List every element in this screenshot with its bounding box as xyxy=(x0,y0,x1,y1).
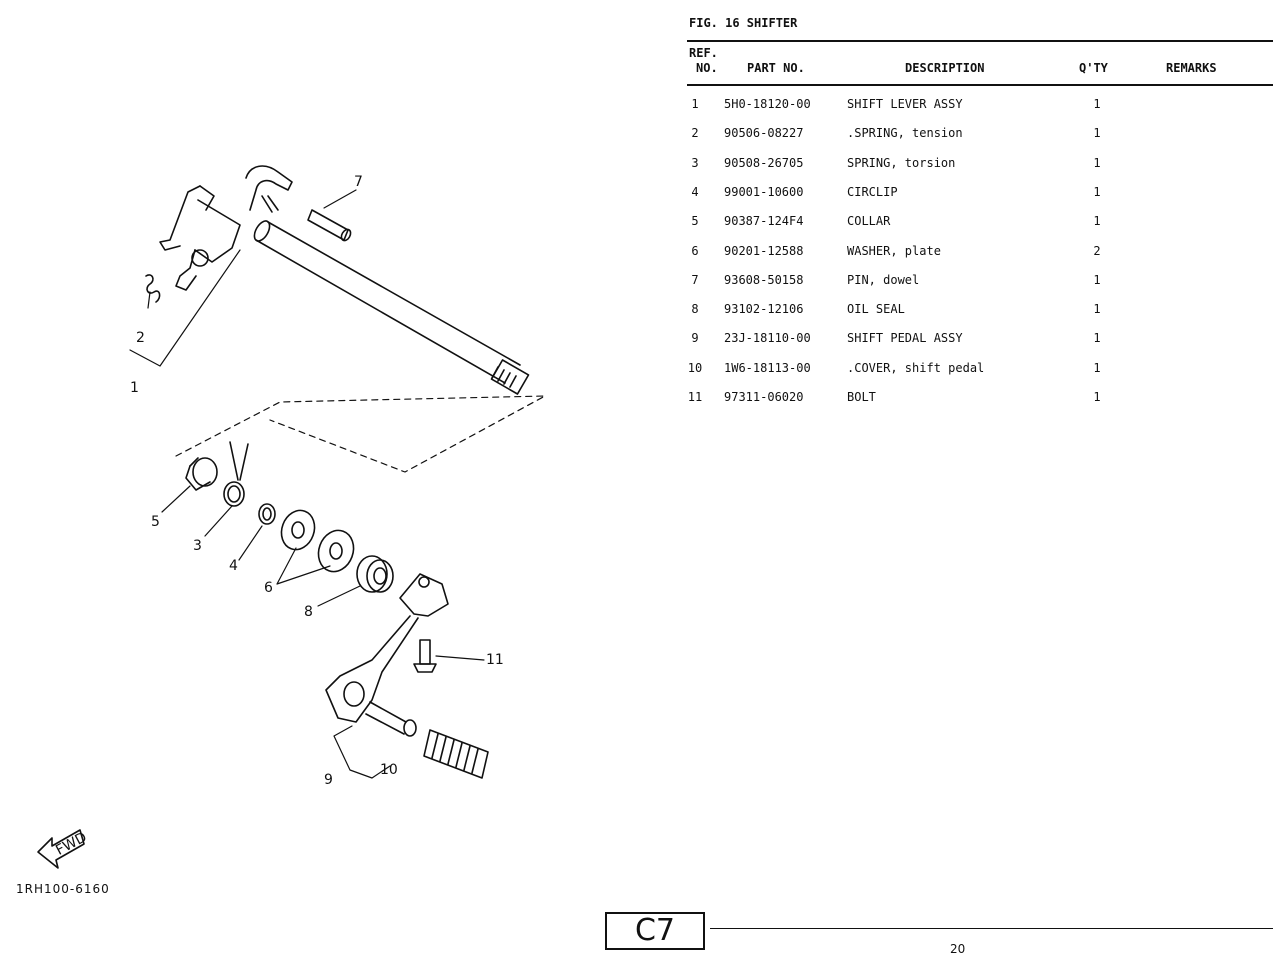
row-qty: 1 xyxy=(1093,126,1101,140)
row-ref: 5 xyxy=(691,214,699,228)
illustration-code: 1RH100-6160 xyxy=(16,882,110,896)
row-description: WASHER, plate xyxy=(847,244,941,258)
ref-header-line2: NO. xyxy=(696,61,718,75)
row-part-no: 90201-12588 xyxy=(724,244,804,258)
row-description: SPRING, torsion xyxy=(847,156,956,170)
washer-plate-part xyxy=(280,509,355,573)
callout-2: 2 xyxy=(136,330,145,346)
row-ref: 7 xyxy=(691,273,699,287)
row-description: SHIFT PEDAL ASSY xyxy=(847,331,963,345)
row-ref: 1 xyxy=(691,97,699,111)
row-qty: 1 xyxy=(1093,361,1101,375)
pedal-cover-part xyxy=(423,729,489,779)
torsion-spring-part xyxy=(223,441,249,507)
row-description: BOLT xyxy=(847,390,876,404)
row-part-no: 23J-18110-00 xyxy=(724,331,811,345)
row-part-no: 99001-10600 xyxy=(724,185,804,199)
row-part-no: 97311-06020 xyxy=(724,390,804,404)
callout-3: 3 xyxy=(193,538,202,554)
qty-header: Q'TY xyxy=(1079,61,1108,75)
callout-1: 1 xyxy=(130,380,139,396)
row-description: CIRCLIP xyxy=(847,185,898,199)
row-ref: 8 xyxy=(691,302,699,316)
row-qty: 1 xyxy=(1093,390,1101,404)
page-number: 20 xyxy=(950,942,966,956)
callout-10: 10 xyxy=(380,762,398,778)
callout-5: 5 xyxy=(151,514,160,530)
oil-seal-part xyxy=(356,555,394,593)
row-qty: 1 xyxy=(1093,331,1101,345)
shift-pedal-assy-part xyxy=(325,573,449,737)
section-code: C7 xyxy=(605,912,705,950)
figure-title: FIG. 16 SHIFTER xyxy=(689,16,798,30)
header-top-rule xyxy=(687,40,1273,42)
callout-7: 7 xyxy=(354,174,363,190)
row-ref: 2 xyxy=(691,126,699,140)
tension-spring-part xyxy=(145,274,161,303)
row-part-no: 1W6-18113-00 xyxy=(724,361,811,375)
row-ref: 3 xyxy=(691,156,699,170)
fwd-arrow-icon xyxy=(37,829,85,869)
row-qty: 1 xyxy=(1093,273,1101,287)
ref-header-line1: REF. xyxy=(689,46,718,60)
part-no-header: PART NO. xyxy=(747,61,805,75)
row-description: SHIFT LEVER ASSY xyxy=(847,97,963,111)
row-ref: 6 xyxy=(691,244,699,258)
row-qty: 1 xyxy=(1093,156,1101,170)
circlip-part xyxy=(258,503,276,525)
row-description: PIN, dowel xyxy=(847,273,920,287)
callout-4: 4 xyxy=(229,558,238,574)
row-qty: 2 xyxy=(1093,244,1101,258)
dowel-pin-part xyxy=(307,209,352,242)
exploded-diagram: 1 2 3 4 5 6 7 8 9 10 11 FWD xyxy=(37,165,546,869)
callout-6: 6 xyxy=(264,580,273,596)
remarks-header: REMARKS xyxy=(1166,61,1217,75)
header-bottom-rule xyxy=(687,84,1273,86)
row-description: .COVER, shift pedal xyxy=(847,361,985,375)
row-qty: 1 xyxy=(1093,214,1101,228)
row-qty: 1 xyxy=(1093,302,1101,316)
row-ref: 10 xyxy=(687,361,703,375)
row-part-no: 93102-12106 xyxy=(724,302,804,316)
bolt-part xyxy=(413,639,437,673)
row-ref: 9 xyxy=(691,331,699,345)
row-part-no: 93608-50158 xyxy=(724,273,804,287)
row-qty: 1 xyxy=(1093,97,1101,111)
row-description: OIL SEAL xyxy=(847,302,905,316)
description-header: DESCRIPTION xyxy=(905,61,985,75)
row-part-no: 90506-08227 xyxy=(724,126,804,140)
row-description: .SPRING, tension xyxy=(847,126,963,140)
row-part-no: 90508-26705 xyxy=(724,156,804,170)
callout-8: 8 xyxy=(304,604,313,620)
row-ref: 11 xyxy=(687,390,703,404)
row-part-no: 5H0-18120-00 xyxy=(724,97,811,111)
row-part-no: 90387-124F4 xyxy=(724,214,804,228)
fwd-label: FWD xyxy=(53,829,89,858)
callout-11: 11 xyxy=(486,652,504,668)
row-qty: 1 xyxy=(1093,185,1101,199)
row-description: COLLAR xyxy=(847,214,891,228)
callout-9: 9 xyxy=(324,772,333,788)
row-ref: 4 xyxy=(691,185,699,199)
collar-part xyxy=(185,457,218,491)
shift-lever-assy-part xyxy=(159,165,530,395)
footer-rule xyxy=(710,928,1273,929)
